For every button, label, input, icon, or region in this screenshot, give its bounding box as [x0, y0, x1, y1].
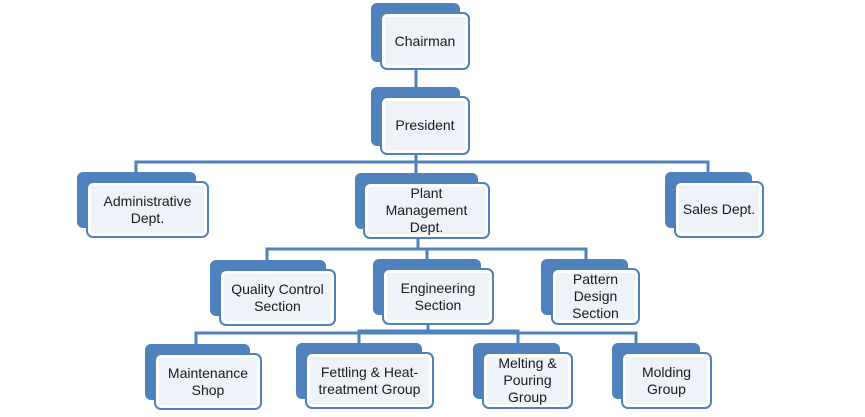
- edge-level2-bus: [134, 160, 710, 172]
- node-label: Chairman: [380, 12, 470, 70]
- node-label: Melting & Pouring Group: [482, 352, 573, 409]
- node-label: Molding Group: [621, 352, 712, 409]
- node-label: President: [380, 96, 470, 155]
- node-label: Pattern Design Section: [551, 268, 640, 325]
- node-label: Fettling & Heat- treatment Group: [305, 352, 434, 409]
- node-label: Plant Management Dept.: [363, 182, 490, 239]
- node-label: Administrative Dept.: [86, 181, 209, 238]
- node-label: Quality Control Section: [219, 269, 336, 326]
- edge-level4-inner-bus: [357, 329, 520, 343]
- edge-level4-bus: [194, 331, 638, 344]
- node-label: Maintenance Shop: [154, 353, 262, 410]
- node-label: Engineering Section: [382, 268, 494, 325]
- node-label: Sales Dept.: [674, 181, 764, 238]
